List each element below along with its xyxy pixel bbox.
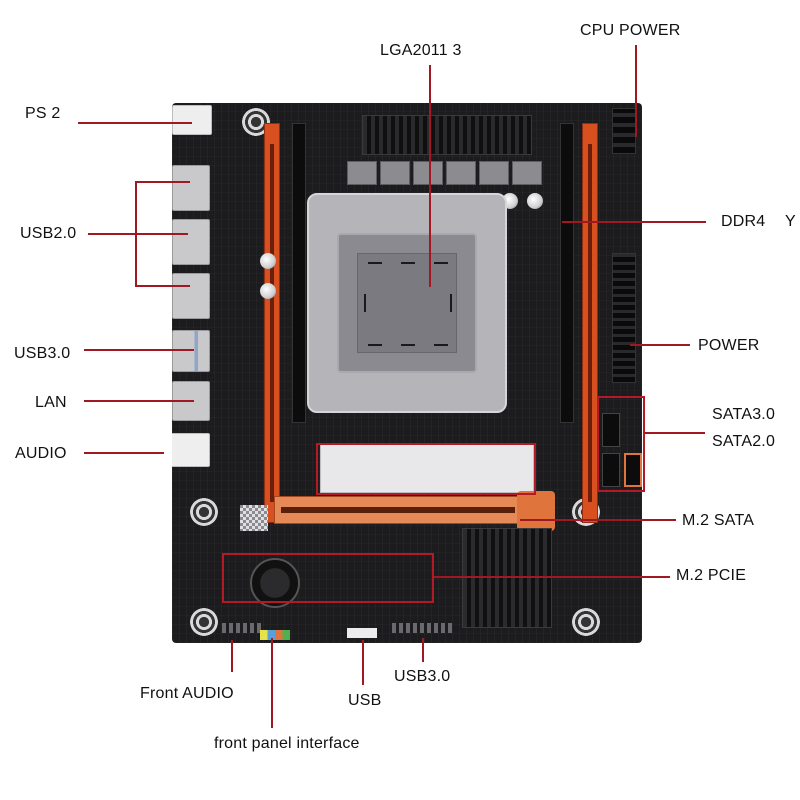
atx-power-connector — [612, 253, 636, 383]
m2-sata-highlight-box — [316, 443, 536, 495]
leader-usb3-rear — [84, 349, 194, 351]
capacitor — [260, 253, 276, 269]
label-m2-pcie: M.2 PCIE — [676, 567, 747, 584]
pcie-latch — [517, 491, 555, 531]
leader-front-audio — [231, 640, 233, 672]
choke — [347, 161, 377, 185]
leader-front-panel — [271, 638, 273, 728]
dimm-slot-right — [582, 123, 598, 523]
label-sata2: SATA2.0 — [712, 433, 776, 450]
choke — [512, 161, 542, 185]
choke — [446, 161, 476, 185]
mount-hole-icon — [572, 608, 600, 636]
label-ddr4: DDR4 — [721, 213, 766, 230]
label-lan: LAN — [35, 394, 67, 411]
cpu-socket-lga2011-3 — [307, 193, 507, 413]
leader-m2-pcie — [434, 576, 670, 578]
leader-socket — [429, 65, 431, 287]
sata-port-orange — [624, 453, 642, 487]
front-audio-header — [222, 623, 262, 633]
sata-port — [602, 453, 620, 487]
usb2-port-2 — [172, 219, 210, 265]
mount-hole-icon — [190, 608, 218, 636]
label-front-panel: front panel interface — [214, 735, 360, 752]
usb3-port — [172, 330, 210, 372]
motherboard — [172, 103, 642, 643]
leader-usb3-header — [422, 638, 424, 662]
sata-highlight-box — [597, 396, 645, 492]
label-sata3: SATA3.0 — [712, 406, 776, 423]
dimm-slot-right-black — [560, 123, 574, 423]
cpu-power-connector — [612, 108, 636, 154]
leader-audio — [84, 452, 164, 454]
label-ddr4-overflow: Y — [785, 213, 796, 230]
label-socket: LGA2011 3 — [380, 42, 462, 59]
mount-hole-icon — [190, 498, 218, 526]
label-ps2: PS 2 — [25, 105, 61, 122]
leader-usb2-top — [135, 181, 190, 183]
label-front-audio: Front AUDIO — [140, 685, 234, 702]
label-usb3-header: USB3.0 — [394, 668, 451, 685]
usb-header — [347, 628, 377, 638]
choke — [479, 161, 509, 185]
qr-code — [240, 505, 268, 531]
leader-cpu-power — [635, 45, 637, 137]
leader-m2-sata — [520, 519, 676, 521]
vrm-heatsink — [362, 115, 532, 155]
label-m2-sata: M.2 SATA — [682, 512, 755, 529]
leader-usb2-bracket — [135, 181, 137, 286]
leader-usb-header — [362, 640, 364, 685]
ps2-port — [172, 105, 212, 135]
dimm-slot-left — [264, 123, 280, 523]
socket-protective-cap — [357, 253, 457, 353]
capacitor — [527, 193, 543, 209]
usb2-port-1 — [172, 165, 210, 211]
leader-ps2 — [78, 122, 192, 124]
usb2-port-3 — [172, 273, 210, 319]
socket-cover-plate — [337, 233, 477, 373]
leader-sata — [645, 432, 705, 434]
choke — [413, 161, 443, 185]
cmos-battery — [250, 558, 300, 608]
label-usb2: USB2.0 — [20, 225, 77, 242]
audio-port — [172, 433, 210, 467]
leader-usb2 — [88, 233, 188, 235]
leader-usb2-bottom — [135, 285, 190, 287]
leader-power — [630, 344, 690, 346]
leader-lan — [84, 400, 194, 402]
label-audio: AUDIO — [15, 445, 67, 462]
capacitor — [260, 283, 276, 299]
sata-port — [602, 413, 620, 447]
leader-ddr4 — [562, 221, 706, 223]
m2-pcie-highlight-box — [222, 553, 434, 603]
choke — [380, 161, 410, 185]
label-power: POWER — [698, 337, 760, 354]
dimm-slot-left-black — [292, 123, 306, 423]
chipset-heatsink — [462, 528, 552, 628]
label-cpu-power: CPU POWER — [580, 22, 681, 39]
usb3-header — [392, 623, 452, 633]
label-usb-header: USB — [348, 692, 382, 709]
pcie-x16-slot — [274, 496, 522, 524]
label-usb3-rear: USB3.0 — [14, 345, 71, 362]
front-panel-header — [260, 630, 290, 640]
